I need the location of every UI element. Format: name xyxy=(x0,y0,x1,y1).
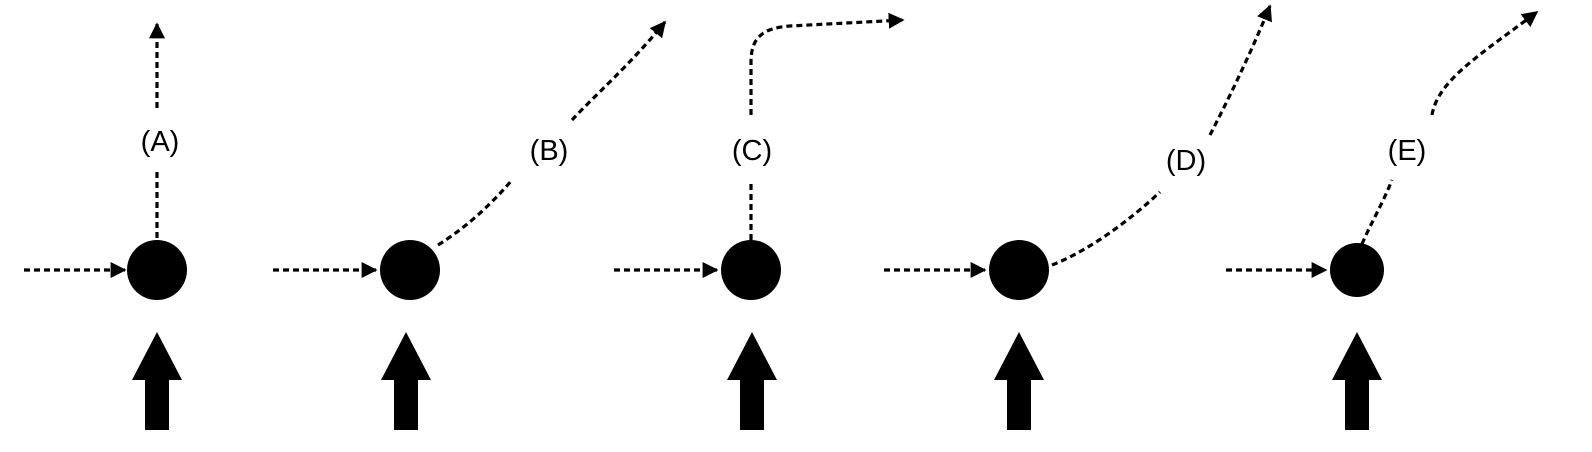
path-segment xyxy=(1051,190,1162,267)
trajectory-label: (C) xyxy=(732,135,772,167)
particle-node xyxy=(380,240,440,300)
panel-a: (A) xyxy=(24,22,187,430)
panel-b: (B) xyxy=(273,20,667,430)
particle-node xyxy=(127,240,187,300)
trajectory-label: (B) xyxy=(530,135,569,167)
outgoing-trajectory xyxy=(749,12,905,115)
outgoing-trajectory xyxy=(1208,4,1272,136)
trajectory-label: (E) xyxy=(1388,135,1427,167)
upward-force-arrow xyxy=(994,332,1044,430)
outgoing-trajectory xyxy=(570,20,667,122)
panel-d: (D) xyxy=(884,4,1272,430)
upward-force-arrow xyxy=(727,332,777,430)
trajectory-label: (A) xyxy=(141,126,180,158)
particle-node xyxy=(721,240,781,300)
particle-node xyxy=(989,240,1049,300)
upward-force-arrow xyxy=(132,332,182,430)
upward-force-arrow xyxy=(1332,332,1382,430)
trajectory-label: (D) xyxy=(1166,145,1206,177)
panel-c: (C) xyxy=(614,12,905,430)
path-segment xyxy=(1360,179,1394,245)
path-segment xyxy=(437,178,514,247)
outgoing-trajectory xyxy=(1430,10,1539,116)
upward-force-arrow xyxy=(381,332,431,430)
particle-node xyxy=(1330,243,1384,297)
panel-e: (E) xyxy=(1226,10,1539,430)
